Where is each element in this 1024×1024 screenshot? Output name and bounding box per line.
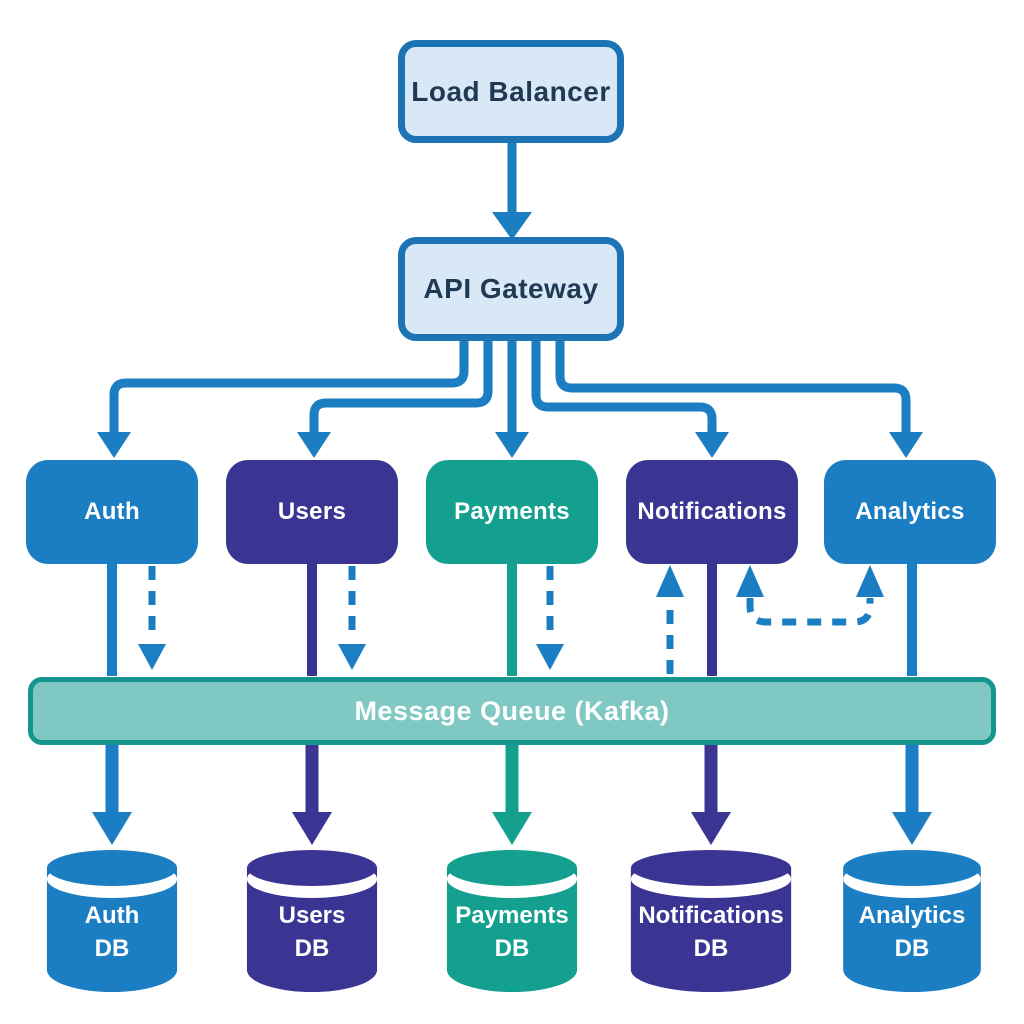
stems-services-to-queue bbox=[107, 564, 917, 676]
service-notifications-label: Notifications bbox=[637, 498, 787, 525]
node-load-balancer: Load Balancer bbox=[398, 40, 624, 143]
node-db-users: Users DB bbox=[243, 848, 381, 996]
dashed-publish-arrows bbox=[148, 566, 554, 640]
load-balancer-label: Load Balancer bbox=[411, 75, 611, 107]
node-service-analytics: Analytics bbox=[824, 460, 996, 564]
service-auth-label: Auth bbox=[84, 498, 140, 525]
arrowhead-gateway bbox=[492, 212, 532, 240]
service-payments-label: Payments bbox=[454, 498, 570, 525]
node-service-users: Users bbox=[226, 460, 398, 564]
db-notifications-label: Notifications DB bbox=[638, 902, 784, 962]
arrowheads-into-queue bbox=[138, 644, 564, 670]
node-db-notifications: Notifications DB bbox=[626, 848, 796, 996]
node-service-auth: Auth bbox=[26, 460, 198, 564]
node-service-notifications: Notifications bbox=[626, 460, 798, 564]
node-message-queue: Message Queue (Kafka) bbox=[28, 677, 996, 745]
database-cylinder-icon bbox=[843, 850, 981, 992]
arrows-gateway-to-services bbox=[109, 341, 911, 432]
dashed-subscribe-arrows bbox=[666, 598, 874, 674]
db-users-label: Users DB bbox=[278, 902, 346, 962]
node-db-analytics: Analytics DB bbox=[839, 848, 985, 996]
arrowheads-into-consumers bbox=[656, 565, 884, 597]
arrowheads-into-services bbox=[97, 432, 923, 458]
database-cylinder-icon bbox=[46, 850, 178, 992]
service-analytics-label: Analytics bbox=[855, 498, 965, 525]
arrowheads-into-databases bbox=[92, 812, 932, 845]
node-db-payments: Payments DB bbox=[443, 848, 581, 996]
arrows-queue-to-databases bbox=[105, 745, 919, 815]
node-db-auth: Auth DB bbox=[43, 848, 181, 996]
message-queue-label: Message Queue (Kafka) bbox=[354, 695, 670, 726]
service-users-label: Users bbox=[277, 498, 347, 525]
api-gateway-label: API Gateway bbox=[423, 273, 599, 304]
node-api-gateway: API Gateway bbox=[398, 237, 624, 341]
database-cylinder-icon bbox=[446, 850, 578, 992]
db-analytics-label: Analytics DB bbox=[858, 902, 966, 962]
database-cylinder-icon bbox=[246, 850, 378, 992]
node-service-payments: Payments bbox=[426, 460, 598, 564]
db-payments-label: Payments DB bbox=[455, 902, 569, 962]
db-auth-label: Auth DB bbox=[84, 902, 140, 962]
database-cylinder-icon bbox=[630, 850, 792, 992]
